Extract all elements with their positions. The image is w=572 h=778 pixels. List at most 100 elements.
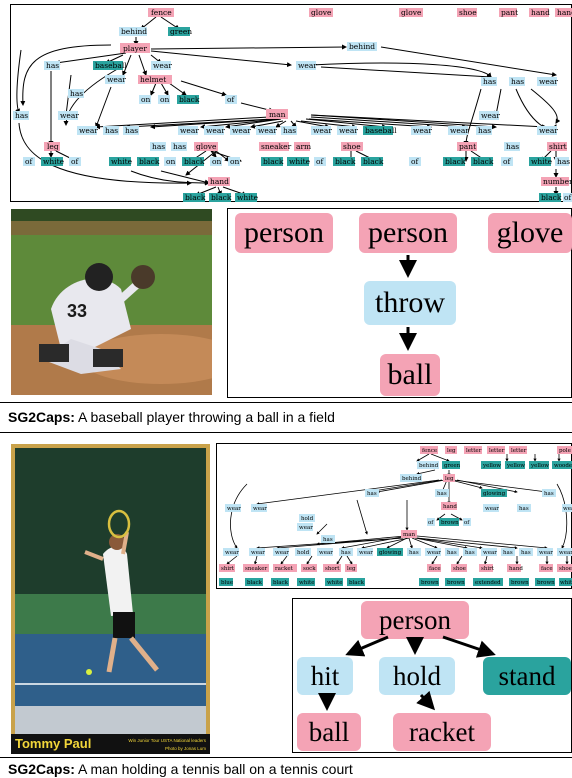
graph1-node-has-7: has <box>125 126 138 135</box>
graph2-node-yellow-2: yellow <box>506 463 525 469</box>
graph1-node-wear-11: wear <box>258 126 277 135</box>
graph1-node-wear-13: wear <box>339 126 358 135</box>
scene-graph-2-svg: fence leg letter letter letter pole behi… <box>219 446 572 586</box>
graph1-node-black-10: black <box>211 193 232 202</box>
graph1-node-black-4: black <box>263 157 284 166</box>
graph2-node-hold: hold <box>301 516 314 522</box>
graph1-node-black-11: black <box>541 193 562 202</box>
graph1-node-wear-14: wear <box>413 126 432 135</box>
graph2-node-has-6: has <box>341 550 351 556</box>
graph1-node-shoe: shoe <box>459 8 477 17</box>
graph1-node-of-4: of <box>316 157 325 166</box>
graph2-node-wear-5: wear <box>299 525 313 531</box>
graph2-node-wear-13: wear <box>539 550 553 556</box>
node-ball: ball <box>380 354 440 396</box>
graph2-node-has-10: has <box>503 550 513 556</box>
graph2-node-has-2: has <box>437 491 447 497</box>
graph1-node-of: of <box>227 95 236 104</box>
graph1-node-of-6: of <box>503 157 512 166</box>
baseball-photo-art: 33 <box>11 209 212 395</box>
graph1-node-behind: behind <box>121 27 147 36</box>
scene-graph-2: fence leg letter letter letter pole behi… <box>216 443 572 589</box>
graph2-node-face-2: face <box>541 566 553 572</box>
caption-1-label: SG2Caps: <box>8 409 75 425</box>
graph1-node-wear-6: wear <box>481 111 500 120</box>
tennis-sub-label-2: Photo by Jonas Lum <box>164 746 206 751</box>
graph1-node-wear-5: wear <box>60 111 79 120</box>
graph1-node-glove: glove <box>311 8 332 17</box>
graph1-node-leg: leg <box>47 142 59 151</box>
graph1-node-has-3: has <box>511 77 524 86</box>
graph2-node-letter-3: letter <box>511 448 527 454</box>
graph2-node-brown-4: brown <box>511 580 529 586</box>
graph1-node-black-3: black <box>184 157 205 166</box>
graph1-node-has-13: has <box>557 157 570 166</box>
graph1-node-wear-9: wear <box>206 126 225 135</box>
graph1-node-wear-2: wear <box>298 61 317 70</box>
graph1-node-black-9: black <box>185 193 206 202</box>
graph1-node-number: number <box>543 177 572 186</box>
tennis-photo: Tommy Paul Win Junior Tour USTA National… <box>11 444 210 754</box>
caption-1-text: A baseball player throwing a ball in a f… <box>74 409 335 425</box>
graph2-node-face: face <box>429 566 441 572</box>
graph1-node-arm: arm <box>296 142 311 151</box>
graph1-node-black-7: black <box>445 157 466 166</box>
graph1-node-wear-4: wear <box>539 77 558 86</box>
graph1-node-has-12: has <box>506 142 519 151</box>
graph2-node-brown-5: brown <box>537 580 555 586</box>
divider-3 <box>0 757 572 758</box>
graph1-node-black-6: black <box>363 157 384 166</box>
graph2-node-yellow: yellow <box>482 463 501 469</box>
graph2-node-racket: racket <box>275 566 294 572</box>
graph2-node-leg-2: leg <box>347 566 356 572</box>
caption-2-text: A man holding a tennis ball on a tennis … <box>74 761 353 777</box>
graph1-nodes: fence glove glove shoe pant hand hand be… <box>13 8 572 202</box>
graph1-node-white-5: white <box>237 193 259 202</box>
graph1-node-helmet: helmet <box>140 75 166 84</box>
graph1-node-white-3: white <box>289 157 311 166</box>
graph1-node-black-8: black <box>473 157 494 166</box>
graph2-node-fence: fence <box>422 448 437 454</box>
graph2-node-shoe: shoe <box>453 566 466 572</box>
graph1-node-green: green <box>170 27 192 36</box>
graph1-node-wear-12: wear <box>313 126 332 135</box>
graph2-node-of-2: of <box>464 520 470 526</box>
node-hit: hit <box>297 657 353 695</box>
graph2-node-of: of <box>428 520 434 526</box>
graph2-node-brown: brown <box>441 520 459 526</box>
graph2-node-wear-3: wear <box>485 506 499 512</box>
graph2-node-shirt: shirt <box>221 566 235 572</box>
graph2-node-blue: blue <box>221 580 233 586</box>
graph2-node-black: black <box>247 580 263 586</box>
node-ball-2: ball <box>297 713 361 751</box>
graph2-node-wear-14: wear <box>559 550 572 556</box>
graph2-node-has: has <box>367 491 377 497</box>
graph1-node-on-4: on <box>212 157 222 166</box>
graph1-node-has-9: has <box>478 126 491 135</box>
graph2-node-has-3: has <box>544 491 554 497</box>
graph2-node-behind: behind <box>419 463 439 469</box>
graph1-node-has-4: has <box>70 89 83 98</box>
graph2-node-wear-2: wear <box>253 506 267 512</box>
graph1-node-wear: wear <box>153 61 172 70</box>
graph2-node-wear-10: wear <box>359 550 373 556</box>
graph2-node-wooden: wooden <box>554 463 572 469</box>
graph1-node-has-11: has <box>152 142 165 151</box>
scene-graph-1-svg: fence glove glove shoe pant hand hand be… <box>13 8 572 202</box>
graph2-node-hand: hand <box>443 504 457 510</box>
graph1-node-on: on <box>141 95 151 104</box>
graph2-node-glowing-2: glowing <box>379 550 402 556</box>
graph2-node-pole: pole <box>559 448 571 454</box>
graph1-node-of-3: of <box>71 157 80 166</box>
graph2-node-shoe-2: shoe <box>559 566 572 572</box>
graph2-node-brown-3: brown <box>447 580 465 586</box>
graph2-node-wear-9: wear <box>319 550 333 556</box>
graph1-node-white-2: white <box>111 157 133 166</box>
graph1-node-of-5: of <box>411 157 420 166</box>
graph1-node-player: player <box>123 44 147 53</box>
graph2-node-wear: wear <box>227 506 241 512</box>
graph1-node-white: white <box>43 157 65 166</box>
graph1-node-black-5: black <box>335 157 356 166</box>
graph1-node-has-8: has <box>283 126 296 135</box>
graph2-node-has-11: has <box>521 550 531 556</box>
